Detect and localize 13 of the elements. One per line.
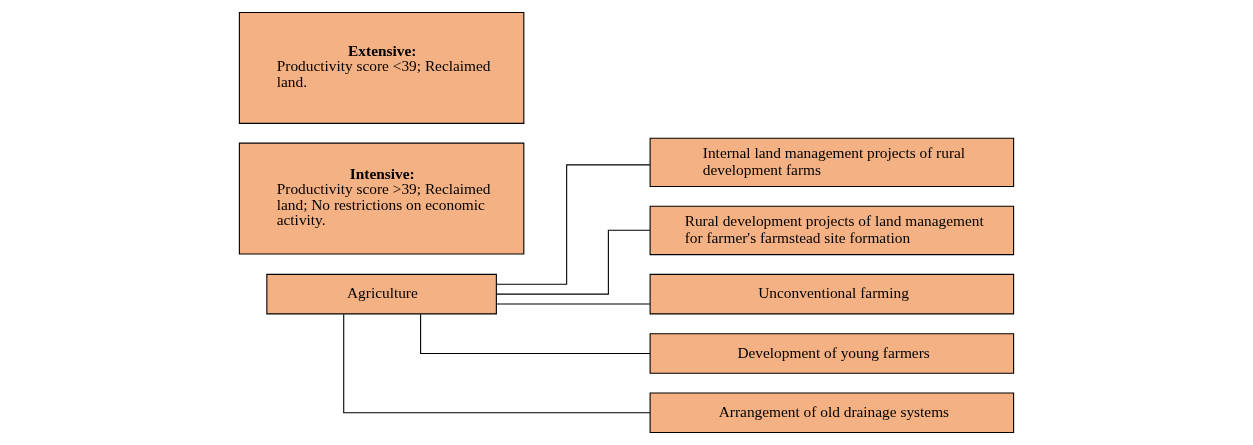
node-box: Intensive: Productivity score >39; Reclaimed land; No restrictions on economic activity. <box>238 142 525 255</box>
node-box: Internal land management projects of rural development farms <box>649 137 1015 188</box>
node-box: Development of young farmers <box>649 333 1015 374</box>
node-box: Agriculture <box>266 273 497 315</box>
node-box: Rural development projects of land management for farmer's farmstead site formation <box>649 205 1015 256</box>
node-box: Arrangement of old drainage systems <box>649 392 1015 434</box>
connector <box>495 303 651 305</box>
connector <box>496 164 651 285</box>
connector <box>496 229 651 295</box>
node-box: Unconventional farming <box>649 273 1015 315</box>
connector <box>420 313 651 354</box>
node-box: Extensive: Productivity score <39; Reclaimed land. <box>238 11 525 124</box>
connector <box>343 313 651 414</box>
